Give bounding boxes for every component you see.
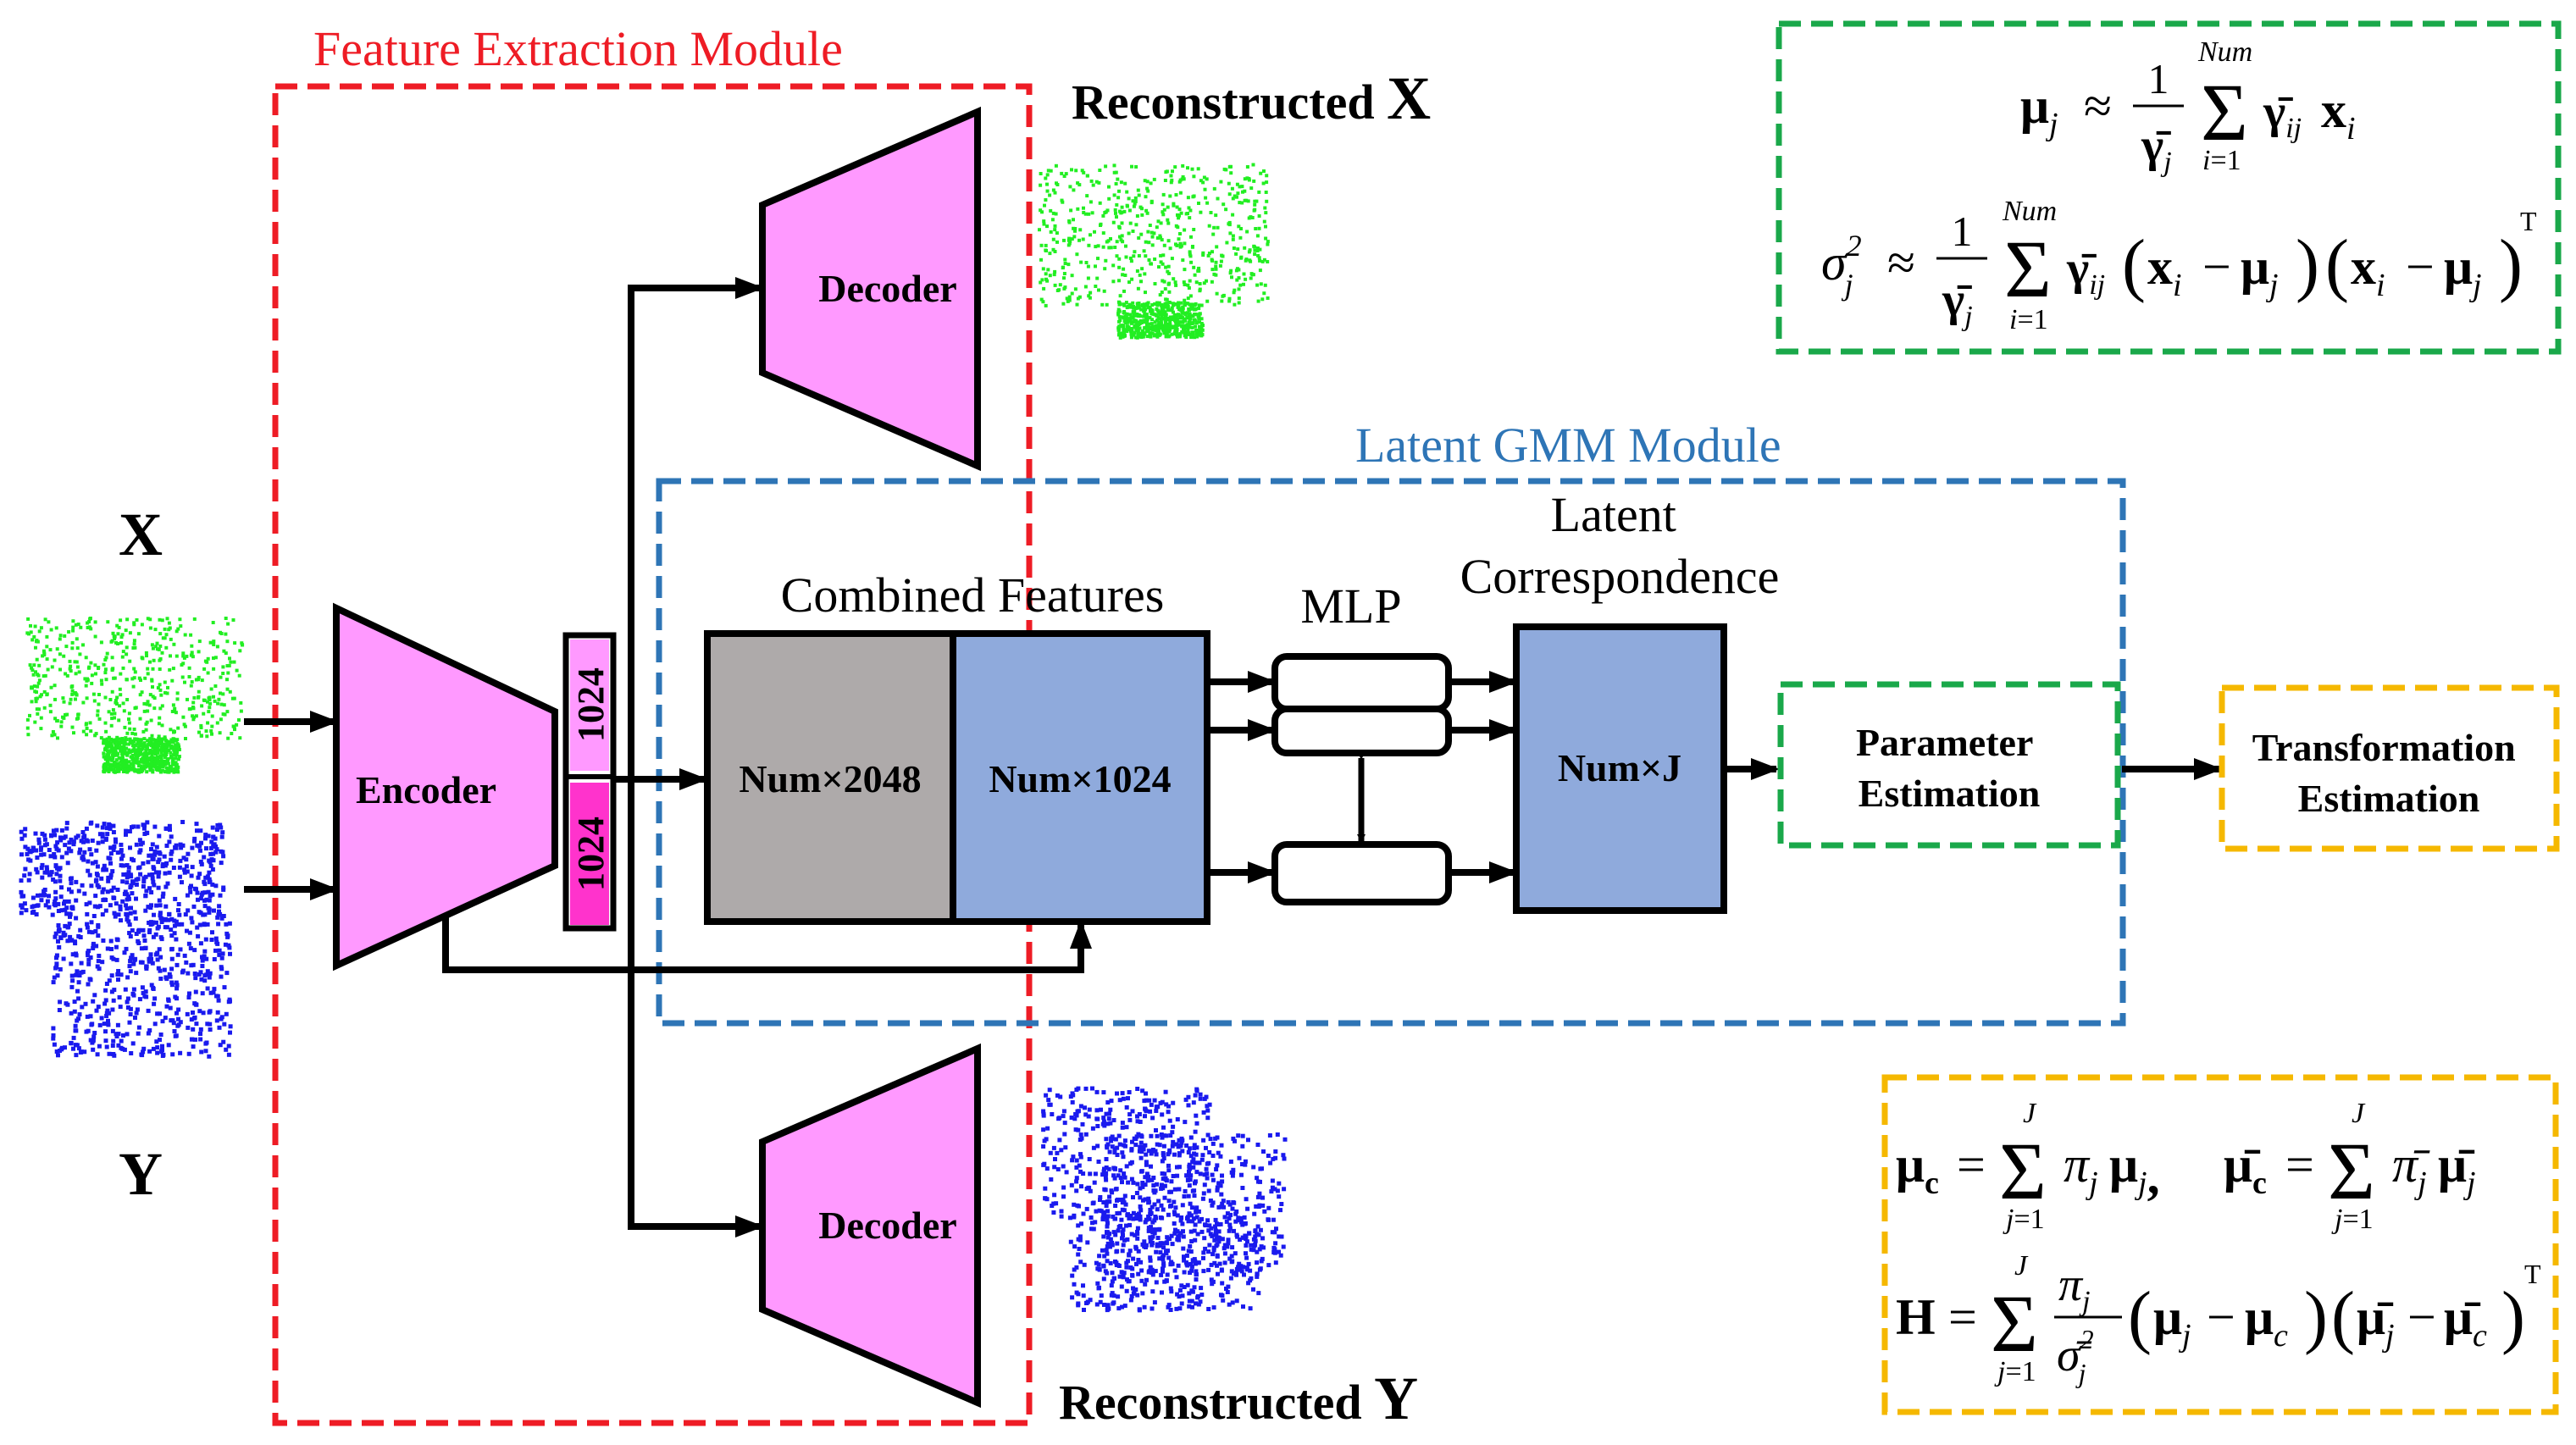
decoder-top-block — [759, 106, 981, 472]
reconstructed-y-label: Reconstructed Y — [1059, 1365, 1418, 1432]
svg-text:≈: ≈ — [1887, 235, 1915, 291]
decoder-bottom-label: Decoder — [818, 1204, 956, 1247]
mlp-box-3 — [1271, 841, 1452, 905]
mlp-label: MLP — [1300, 579, 1401, 634]
svg-text:T: T — [2524, 1259, 2541, 1289]
svg-text:≈: ≈ — [2084, 78, 2112, 134]
num2048-label: Num×2048 — [739, 757, 921, 800]
svg-text:): ) — [2499, 225, 2523, 304]
arrow-to-decoder-bottom — [628, 779, 764, 1237]
svg-text:1: 1 — [1952, 208, 1973, 255]
svg-text:Σ: Σ — [1991, 1278, 2038, 1369]
svg-text:T: T — [2520, 206, 2537, 236]
reconstructed-x-label: Reconstructed X — [1072, 64, 1431, 132]
transformation-estimation-label: Transformation Estimation — [2252, 726, 2525, 820]
arrow-encoder-skip — [442, 916, 1092, 973]
parameter-equations-box — [1776, 20, 2562, 355]
svg-text:(: ( — [2128, 1277, 2152, 1356]
svg-text:j=1: j=1 — [2331, 1204, 2374, 1235]
svg-text:=: = — [1957, 1137, 1986, 1193]
svg-text:): ) — [2304, 1277, 2328, 1356]
svg-text:Σ: Σ — [2201, 67, 2248, 158]
svg-text:Σ: Σ — [2328, 1126, 2375, 1216]
svg-text:J: J — [2023, 1098, 2037, 1129]
svg-text:−: − — [2207, 1289, 2235, 1345]
svg-text:xi: xi — [2147, 239, 2182, 303]
feature-bar-y — [570, 783, 609, 925]
feature-extraction-module-label: Feature Extraction Module — [313, 21, 843, 76]
svg-text:j=1: j=1 — [1994, 1356, 2036, 1387]
svg-text:i=1: i=1 — [2202, 145, 2241, 176]
svg-text:μj: μj — [2444, 239, 2482, 303]
latent-correspondence-label: Latent Correspondence — [1460, 487, 1780, 604]
svg-text:Σ: Σ — [1999, 1126, 2047, 1216]
parameter-estimation-box — [1777, 681, 2121, 849]
svg-text:): ) — [2501, 1277, 2525, 1356]
transformation-equations-box — [1881, 1074, 2559, 1415]
svg-text:=: = — [1948, 1289, 1977, 1345]
svg-text:Σ: Σ — [2004, 224, 2052, 314]
svg-text:J: J — [2014, 1250, 2029, 1282]
mlp-box-2 — [1271, 706, 1452, 756]
decoder-bottom-block — [759, 1043, 981, 1409]
svg-text:(: ( — [2331, 1277, 2355, 1356]
svg-text:−: − — [2407, 1289, 2436, 1345]
latent-gmm-module-label: Latent GMM Module — [1355, 418, 1781, 473]
svg-text:i=1: i=1 — [2009, 304, 2048, 335]
reconstructed-x-point-cloud — [1038, 163, 1270, 340]
feature-bar-x-label: 1024 — [570, 667, 612, 742]
input-x-point-cloud — [25, 617, 245, 774]
latent-gmm-module-box — [656, 478, 2126, 1027]
svg-text:xi: xi — [2351, 239, 2385, 303]
combined-features-label: Combined Features — [781, 567, 1165, 623]
feature-bar-x — [570, 639, 609, 771]
svg-text:−: − — [2406, 239, 2435, 295]
arrow-to-decoder-top — [628, 277, 764, 779]
svg-text:(: ( — [2122, 225, 2146, 304]
svg-text:j=1: j=1 — [2003, 1204, 2045, 1235]
decoder-top-label: Decoder — [818, 267, 956, 310]
svg-text:γ̄j: γ̄j — [2141, 119, 2172, 178]
svg-text:−: − — [2202, 239, 2231, 295]
numj-label: Num×J — [1558, 746, 1681, 789]
reconstructed-y-point-cloud — [1041, 1086, 1288, 1313]
svg-text:H: H — [1896, 1289, 1936, 1345]
num1024-block — [950, 630, 1210, 925]
svg-text:=: = — [2285, 1137, 2314, 1193]
numj-block — [1513, 623, 1727, 914]
svg-text:(: ( — [2325, 225, 2349, 304]
mlp-box-1 — [1271, 653, 1452, 712]
transformation-estimation-box — [2219, 684, 2560, 852]
svg-text:Num: Num — [2197, 36, 2252, 68]
input-y-point-cloud — [19, 820, 233, 1059]
encoder-block — [333, 602, 558, 972]
svg-text:J: J — [2352, 1098, 2366, 1129]
num1024-label: Num×1024 — [989, 757, 1171, 800]
svg-text:μ̄j: μ̄j — [2438, 1137, 2476, 1201]
parameter-estimation-label: Parameter Estimation — [1856, 721, 2042, 815]
svg-text:π̄j: π̄j — [2392, 1137, 2430, 1201]
svg-text:1: 1 — [2148, 55, 2169, 102]
svg-text:Num: Num — [2002, 196, 2057, 227]
svg-text:): ) — [2296, 225, 2319, 304]
input-x-label: X — [119, 501, 163, 568]
input-y-label: Y — [119, 1140, 163, 1208]
feature-bar-y-label: 1024 — [570, 817, 612, 891]
encoder-label: Encoder — [356, 768, 496, 811]
